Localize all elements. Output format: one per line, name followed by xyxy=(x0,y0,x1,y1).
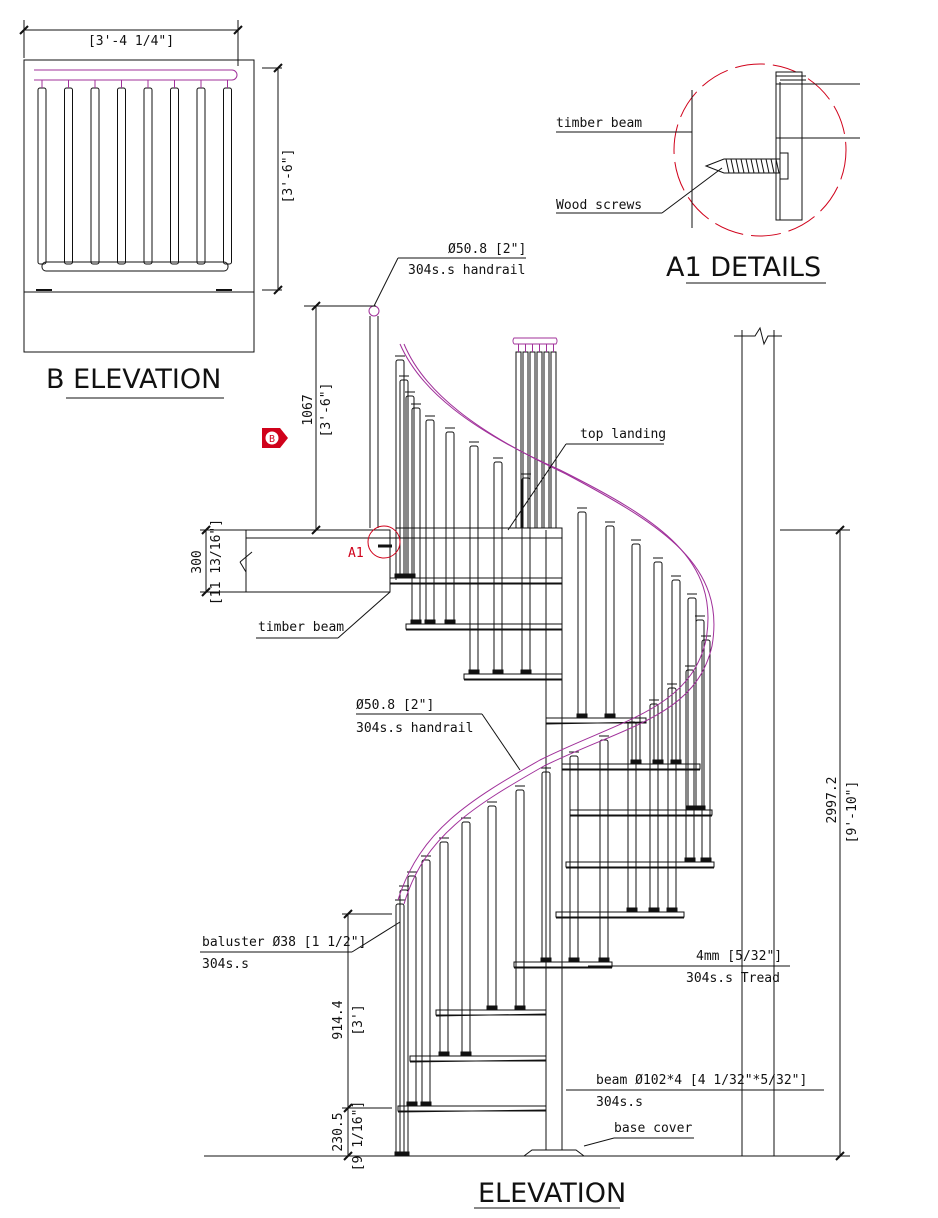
section-b-marker-label: B xyxy=(269,434,275,445)
a1-details-title: A1 DETAILS xyxy=(666,252,821,283)
b-elevation-height-dim: [3'-6"] xyxy=(281,149,296,204)
a1-detail-view xyxy=(556,63,860,284)
beam-depth-in: [11 13/16"] xyxy=(209,519,224,605)
mid-handrail-material: 304s.s handrail xyxy=(356,721,473,736)
elevation-title: ELEVATION xyxy=(478,1178,626,1209)
top-landing-label: top landing xyxy=(580,427,666,442)
baluster-height-mm: 914.4 xyxy=(331,1000,346,1039)
b-elevation-balusters xyxy=(37,80,232,265)
beam-material: 304s.s xyxy=(596,1095,643,1110)
total-height-in: [9'-10"] xyxy=(845,781,860,844)
rail-height-in: [3'-6"] xyxy=(319,383,334,438)
total-height-mm: 2997.2 xyxy=(825,777,840,824)
first-step-in: [9 1/16"] xyxy=(351,1101,366,1171)
section-b-marker: B xyxy=(262,428,288,448)
top-landing-balusters xyxy=(515,344,557,529)
spiral-handrail xyxy=(397,343,709,901)
top-handrail-material: 304s.s handrail xyxy=(408,263,525,278)
mid-handrail-size: Ø50.8 [2"] xyxy=(356,698,434,713)
baluster-material: 304s.s xyxy=(202,957,249,972)
b-elevation-view xyxy=(19,20,283,399)
a1-wood-screws-label: Wood screws xyxy=(556,198,642,213)
timber-beam-label: timber beam xyxy=(258,620,344,635)
top-handrail-size: Ø50.8 [2"] xyxy=(448,242,526,257)
a1-detail-marker: A1 xyxy=(348,546,364,561)
b-elevation-width-dim: [3'-4 1/4"] xyxy=(88,34,174,49)
elevation-view xyxy=(200,257,850,1209)
beam-depth-mm: 300 xyxy=(190,550,205,573)
baluster-size: baluster Ø38 [1 1/2"] xyxy=(202,935,366,950)
tread-size: 4mm [5/32"] xyxy=(696,949,782,964)
base-cover-label: base cover xyxy=(614,1121,692,1136)
stair-treads xyxy=(389,577,715,1113)
rail-height-mm: 1067 xyxy=(301,394,316,425)
a1-timber-beam-label: timber beam xyxy=(556,116,642,131)
tread-material: 304s.s Tread xyxy=(686,971,780,986)
b-elevation-title: B ELEVATION xyxy=(46,364,221,395)
baluster-height-in: [3'] xyxy=(351,1004,366,1035)
stair-balusters xyxy=(394,355,712,1157)
first-step-mm: 230.5 xyxy=(331,1112,346,1151)
beam-size: beam Ø102*4 [4 1/32"*5/32"] xyxy=(596,1073,807,1088)
